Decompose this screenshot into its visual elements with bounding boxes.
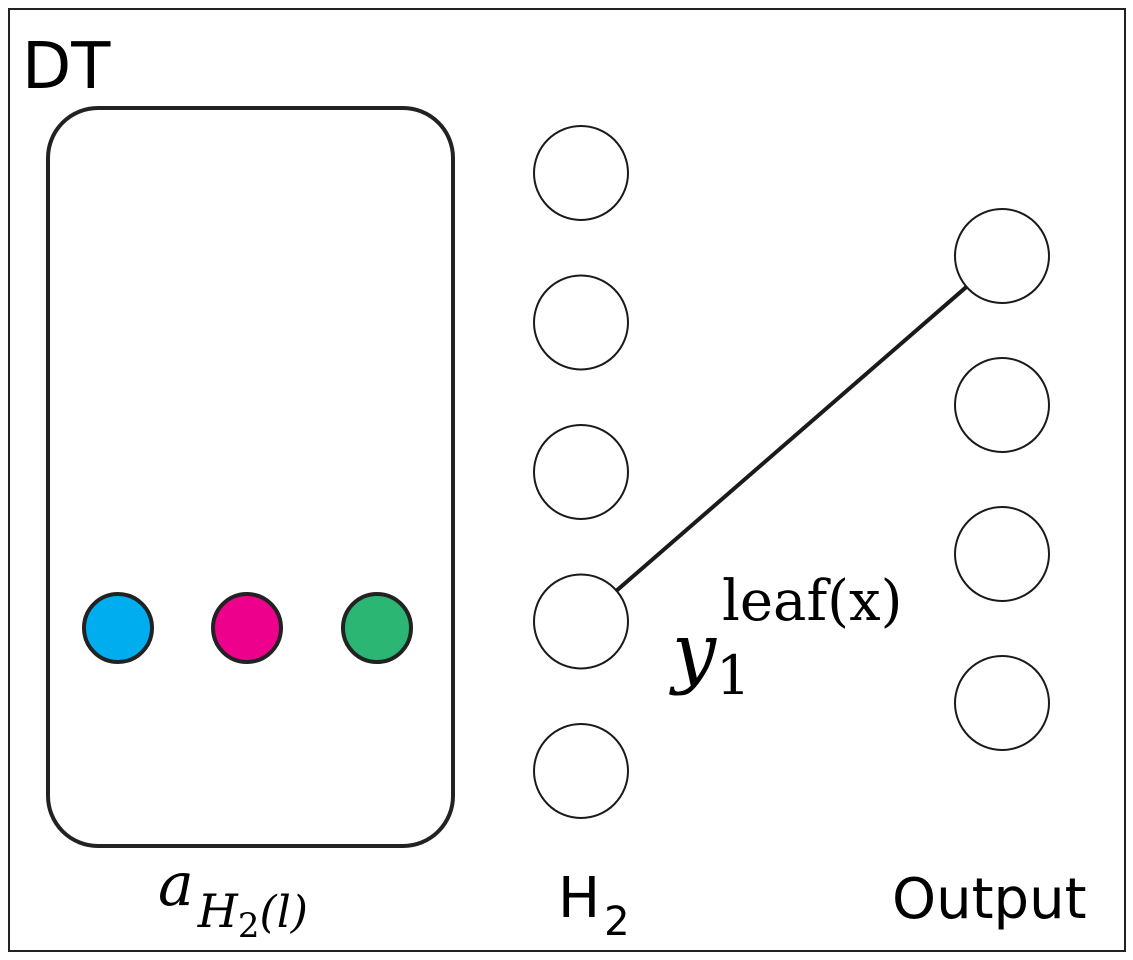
output-layer-label: Output [892, 867, 1087, 932]
edge-label-superscript: leaf(x) [722, 569, 902, 634]
connection-edge [615, 285, 968, 593]
diagram-title: DT [22, 30, 111, 104]
output-node-1 [954, 208, 1050, 304]
h2-layer [533, 125, 629, 819]
h2-node-3 [533, 424, 629, 520]
container-label: aH2(l) [158, 850, 308, 946]
h2-node-1 [533, 125, 629, 221]
output-node-2 [954, 357, 1050, 453]
leaf-dot-blue [82, 592, 154, 664]
h2-node-2 [533, 274, 629, 371]
output-layer [954, 208, 1050, 751]
output-node-3 [954, 506, 1050, 602]
leaf-container [46, 106, 455, 848]
h2-node-5 [533, 723, 629, 819]
output-node-4 [954, 655, 1050, 751]
leaf-dot-green [341, 592, 413, 664]
h2-node-4 [533, 573, 629, 670]
edge-label: y1 [669, 607, 750, 707]
leaf-dot-magenta [211, 592, 283, 664]
